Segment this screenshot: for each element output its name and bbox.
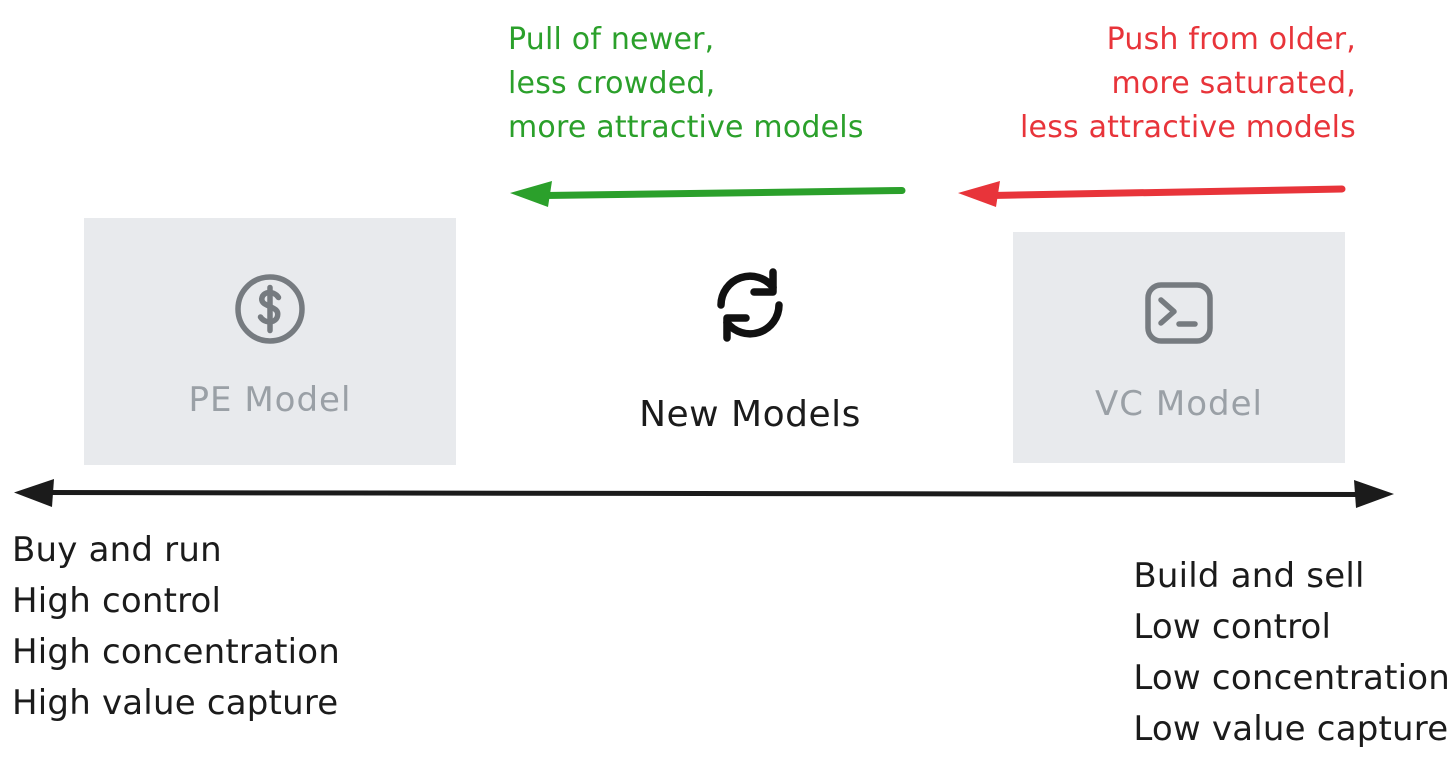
- pull-annotation-text: Pull of newer, less crowded, more attrac…: [508, 18, 864, 150]
- pe-attribute-item: Buy and run: [12, 530, 222, 570]
- pe-model-card[interactable]: PE Model: [84, 218, 456, 465]
- push-annotation-text: Push from older, more saturated, less at…: [1020, 18, 1356, 150]
- pull-arrow-icon: [500, 174, 912, 210]
- vc-attribute-item: Low concentration: [1133, 658, 1450, 698]
- new-models-group[interactable]: New Models: [600, 262, 900, 435]
- dollar-circle-icon: [231, 270, 309, 352]
- pull-annotation-line-2: less crowded,: [508, 66, 716, 101]
- spectrum-double-headed-arrow-icon: [8, 472, 1400, 514]
- vc-attribute-item: Build and sell: [1133, 556, 1365, 596]
- vc-attribute-list: Build and sell Low control Low concentra…: [1133, 551, 1450, 755]
- push-annotation-line-3: less attractive models: [1020, 110, 1356, 145]
- vc-attribute-item: Low value capture: [1133, 709, 1449, 749]
- push-annotation-line-1: Push from older,: [1106, 22, 1356, 57]
- vc-attribute-item: Low control: [1133, 607, 1332, 647]
- terminal-icon: [1143, 280, 1215, 350]
- pull-annotation-line-3: more attractive models: [508, 110, 864, 145]
- pe-model-label: PE Model: [188, 380, 352, 420]
- pull-annotation-line-1: Pull of newer,: [508, 22, 715, 57]
- push-arrow-icon: [950, 174, 1350, 210]
- pe-attribute-item: High value capture: [12, 683, 339, 723]
- pe-attribute-item: High control: [12, 581, 222, 621]
- push-annotation-line-2: more saturated,: [1111, 66, 1356, 101]
- pe-attribute-list: Buy and run High control High concentrat…: [12, 525, 340, 729]
- pe-attribute-item: High concentration: [12, 632, 341, 672]
- vc-model-label: VC Model: [1095, 384, 1263, 424]
- vc-model-card[interactable]: VC Model: [1013, 232, 1345, 463]
- refresh-cycle-icon: [707, 262, 793, 352]
- new-models-label: New Models: [639, 394, 861, 435]
